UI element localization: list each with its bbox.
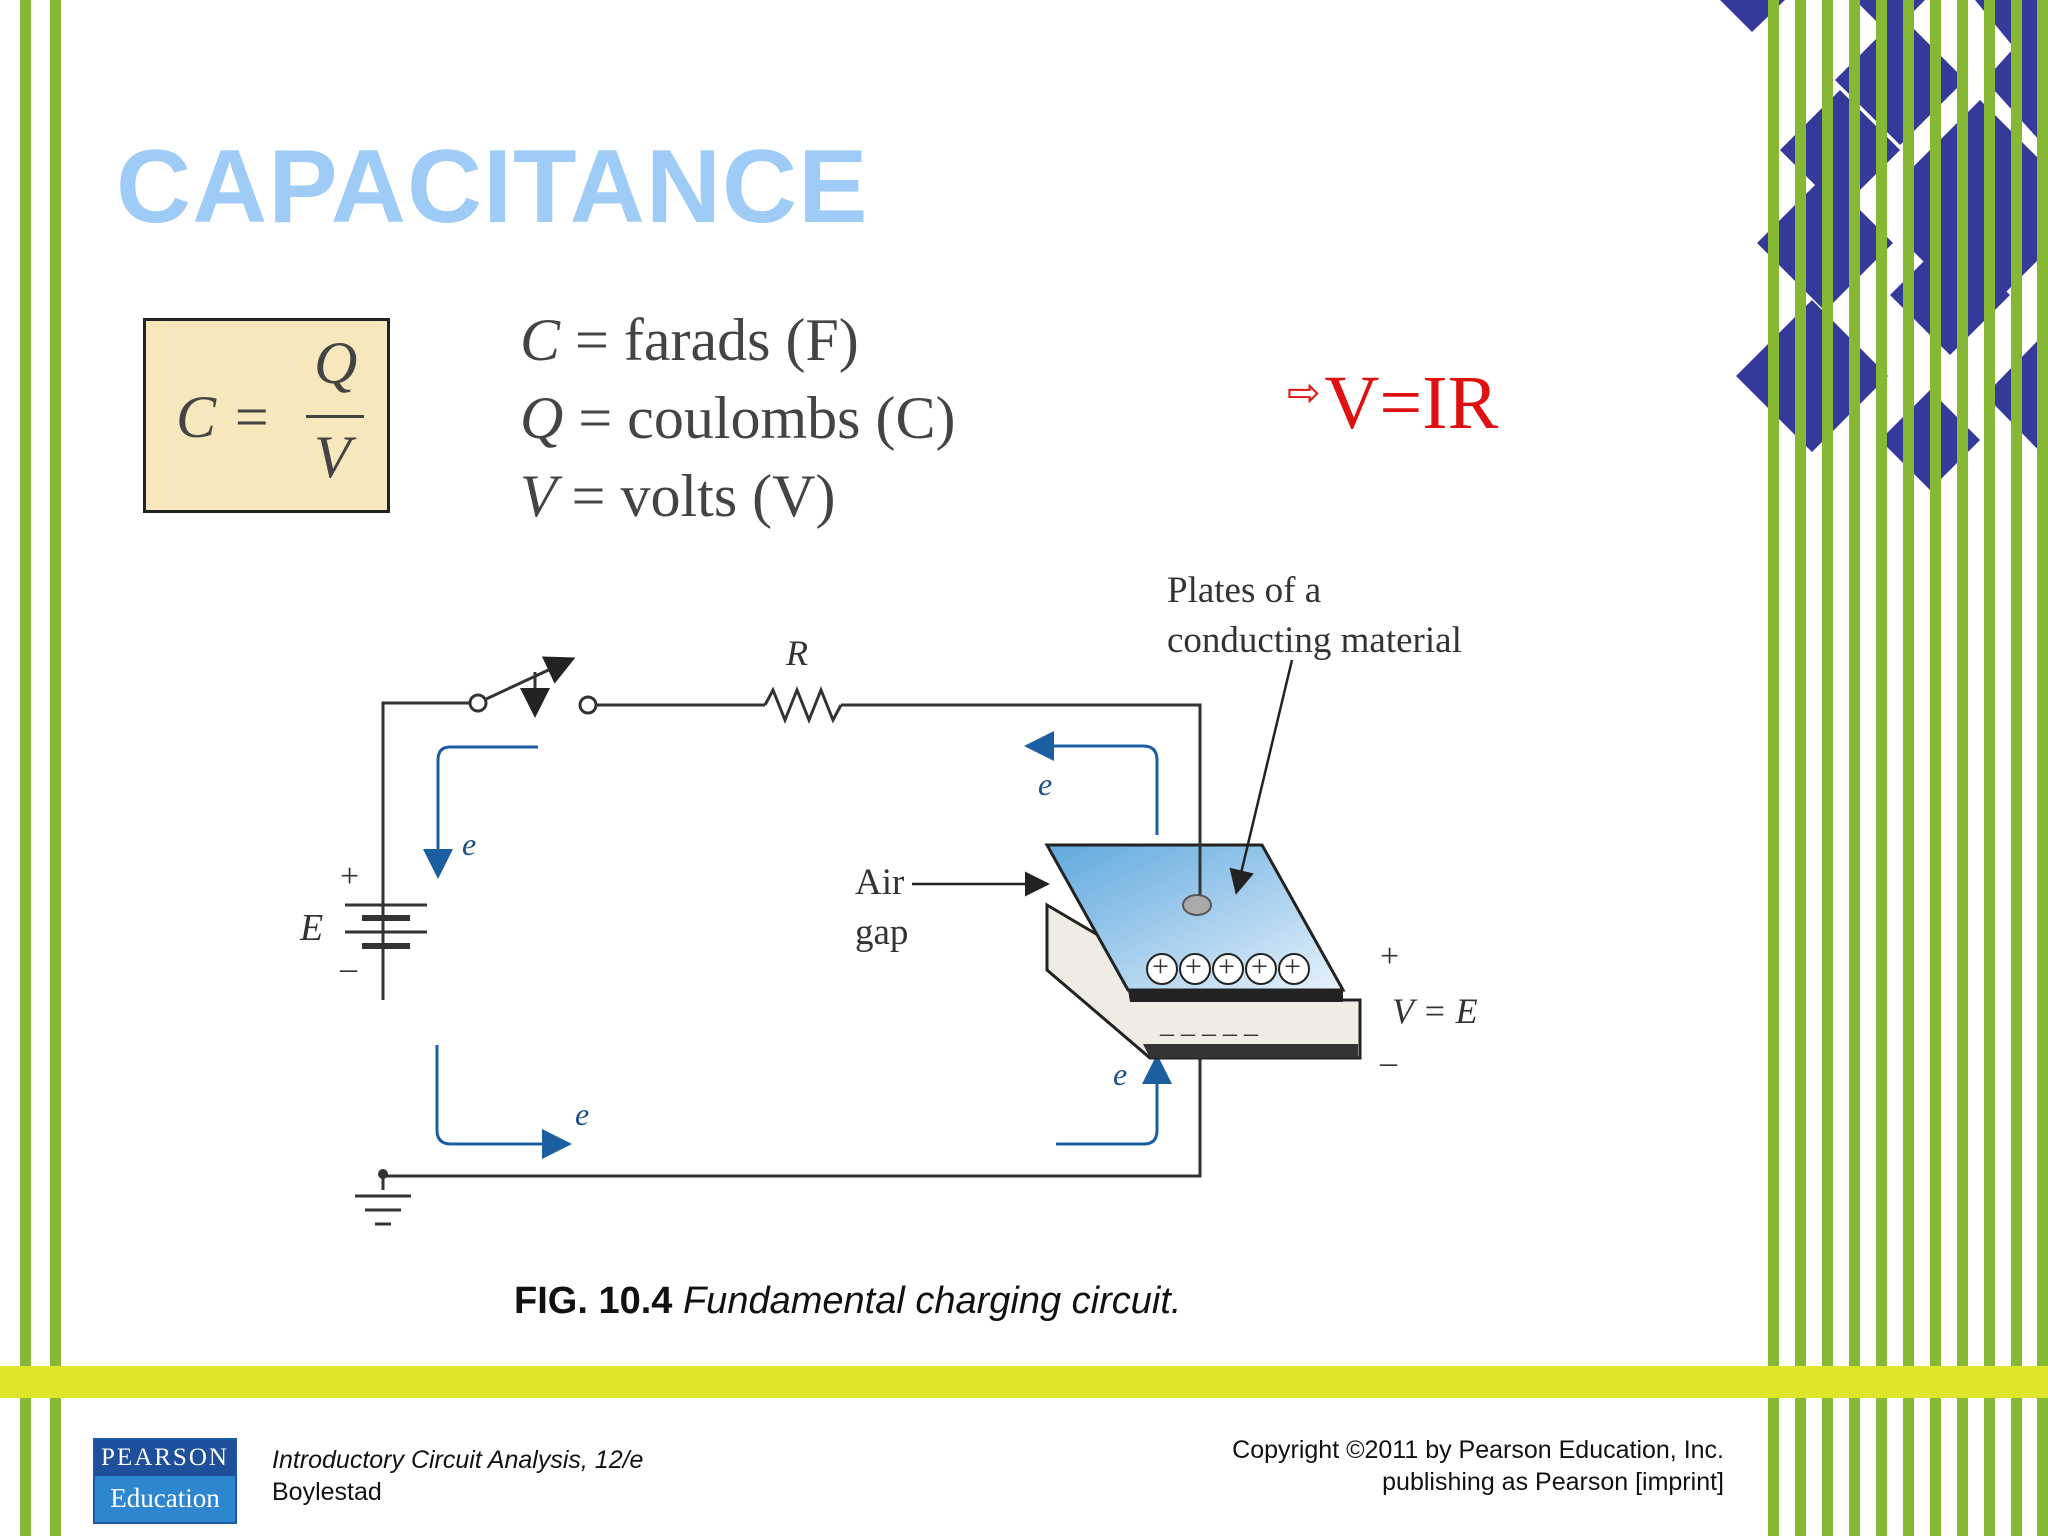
definition-row: C = farads (F) — [520, 306, 859, 375]
logo-top-text: PEARSON — [95, 1440, 235, 1476]
plate-charge-sign: + — [1251, 950, 1268, 983]
electron-flow-arrow — [1024, 731, 1159, 835]
wire — [381, 701, 471, 1000]
definition-symbol: V — [520, 463, 557, 529]
electron-flow-arrow — [435, 1045, 572, 1159]
electron-label: e — [1038, 766, 1053, 802]
lower-plate-face — [1143, 1044, 1358, 1058]
definition-symbol: Q — [520, 385, 564, 451]
formula-lhs: C = — [176, 384, 272, 450]
source-plus-label: + — [340, 858, 360, 895]
book-author: Boylestad — [272, 1478, 382, 1506]
formula-denominator: V — [314, 424, 351, 490]
plates-label-line2: conducting material — [1167, 620, 1462, 661]
electron-label: e — [462, 826, 477, 862]
footer-band — [0, 1366, 2048, 1398]
electron-flow-arrow — [1056, 1054, 1172, 1146]
left-stripe-2 — [50, 0, 61, 1536]
plate-contact — [1182, 894, 1212, 916]
book-title: Introductory Circuit Analysis, 12/e — [272, 1446, 644, 1474]
definition-row: V = volts (V) — [520, 462, 835, 531]
source-label: E — [300, 907, 324, 949]
electron-label: e — [1113, 1056, 1128, 1092]
formula-numerator: Q — [314, 330, 358, 396]
air-gap-label-line1: Air — [855, 862, 905, 903]
definition-text: = volts (V) — [571, 463, 836, 529]
electron-label: e — [575, 1096, 590, 1132]
voltage-minus-label: – — [1380, 1044, 1397, 1081]
voltage-label: V = E — [1392, 991, 1478, 1031]
wire — [381, 703, 1202, 1190]
upper-plate-edge — [1128, 990, 1343, 1002]
plates-label-line1: Plates of a — [1167, 570, 1322, 611]
capacitance-formula-box: C = Q V — [143, 318, 390, 513]
logo-bottom-text: Education — [95, 1476, 235, 1522]
plate-charge-sign: + — [1185, 950, 1202, 983]
copyright-line2: publishing as Pearson [imprint] — [1382, 1468, 1724, 1496]
voltage-plus-label: + — [1380, 938, 1400, 975]
definition-row: Q = coulombs (C) — [520, 384, 955, 453]
copyright: Copyright ©2011 by Pearson Education, In… — [1232, 1434, 1724, 1498]
negative-charges: – – – – – — [1160, 1018, 1258, 1049]
electron-flow-arrow — [423, 745, 538, 879]
switch-blade — [483, 656, 576, 702]
plate-charge-sign: + — [1218, 950, 1235, 983]
figure-number: FIG. 10.4 — [514, 1280, 673, 1322]
ohms-law-note: ⇨V=IR — [1287, 360, 1498, 447]
source-minus-label: – — [340, 950, 357, 987]
plates-label: Plates of a conducting material — [1167, 566, 1462, 666]
definition-symbol: C — [520, 307, 561, 373]
fraction-bar — [306, 415, 364, 418]
switch-terminal — [578, 695, 598, 715]
right-stripes — [1768, 0, 2048, 1536]
ohms-law-text: V=IR — [1324, 361, 1499, 445]
left-stripe-1 — [20, 0, 31, 1536]
plate-charge-sign: + — [1152, 950, 1169, 983]
air-gap-label: Air gap — [855, 858, 908, 958]
figure-caption-text: Fundamental charging circuit. — [682, 1280, 1182, 1322]
pearson-logo: PEARSON Education — [93, 1438, 237, 1524]
slide-title: CAPACITANCE — [116, 129, 869, 245]
copyright-line1: Copyright ©2011 by Pearson Education, In… — [1232, 1436, 1724, 1464]
definition-text: = coulombs (C) — [578, 385, 956, 451]
switch-terminal — [468, 693, 488, 713]
ground-junction — [378, 1169, 388, 1179]
resistor-label: R — [786, 633, 808, 673]
air-gap-label-line2: gap — [855, 912, 909, 953]
definition-text: = farads (F) — [575, 307, 859, 373]
resistor-zigzag — [763, 685, 843, 725]
plate-charge-sign: + — [1284, 950, 1301, 983]
positive-charges — [1146, 953, 1310, 985]
book-credit: Introductory Circuit Analysis, 12/e Boyl… — [272, 1444, 643, 1508]
plates-leader-arrow — [1229, 659, 1294, 895]
figure-caption: FIG. 10.4 Fundamental charging circuit. — [514, 1280, 1181, 1323]
hollow-arrow-icon: ⇨ — [1287, 370, 1321, 415]
